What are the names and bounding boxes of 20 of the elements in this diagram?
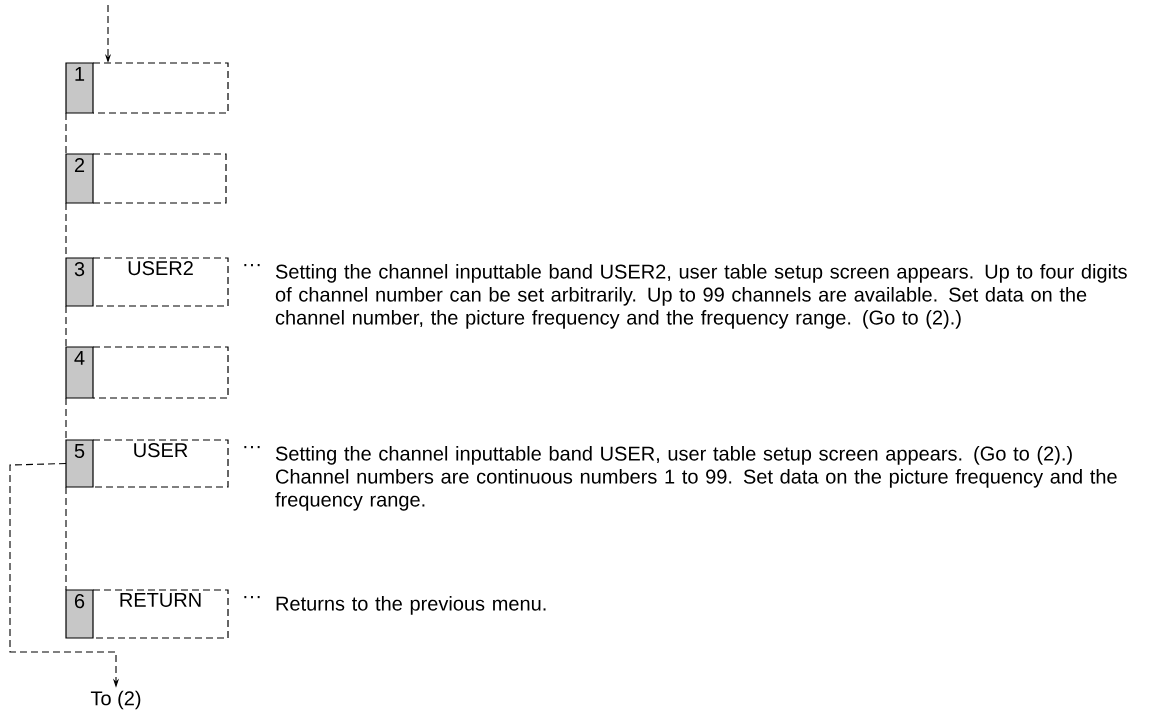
menu-box: 4	[65, 346, 229, 399]
menu-box: 1	[65, 62, 229, 114]
menu-box: 5 USER	[65, 439, 229, 488]
connector	[65, 397, 67, 441]
ellipsis: ···	[244, 596, 260, 599]
node-label: USER2	[128, 261, 193, 276]
target-label: To (2)	[90, 690, 141, 710]
menu-box: 2	[65, 153, 227, 204]
menu-box: 3 USER2	[65, 257, 229, 307]
description: Setting the channel inputtable band USER, user table setup screen appears. (Go to (2).) Channel numbers are continuous numbers 1 to 99. Set data on the picture frequency and the frequency range.	[275, 446, 1117, 511]
description: Setting the channel inputtable band USER2, user table setup screen appears. Up to four digits of channel number can be set arbitrarily. Up to 99 channels are available. Set data on the channel number, the picture frequency and the frequency range. (Go to (2).)	[275, 264, 1127, 329]
connector	[65, 486, 67, 591]
ellipsis: ···	[244, 264, 260, 267]
ellipsis: ···	[244, 446, 260, 449]
node-label: USER	[134, 443, 188, 458]
description: Returns to the previous menu.	[276, 596, 546, 615]
node-label: RETURN	[120, 593, 201, 607]
menu-box: 6 RETURN	[65, 589, 229, 639]
connector	[65, 112, 67, 155]
connector	[65, 305, 67, 348]
